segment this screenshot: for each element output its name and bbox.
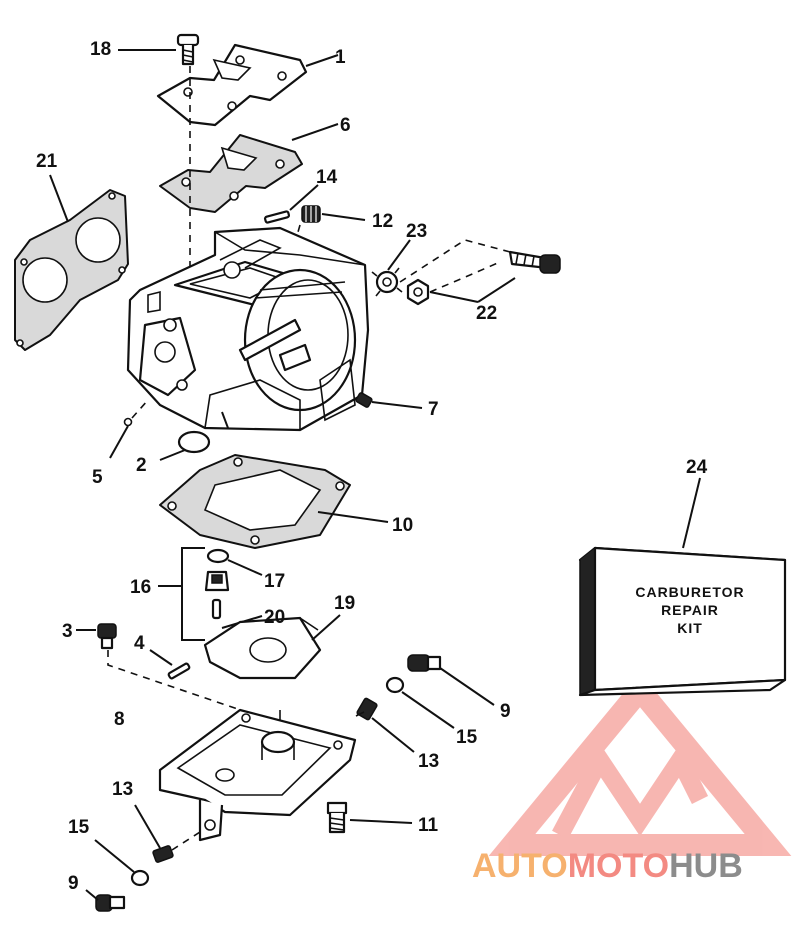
part-23-lock-washer bbox=[371, 267, 403, 297]
watermark-part-auto: AUTO bbox=[472, 847, 568, 885]
kit-line-1: CARBURETOR bbox=[635, 584, 745, 600]
watermark-part-moto: MOTO bbox=[567, 847, 670, 885]
needle-seat bbox=[204, 570, 230, 592]
callout-24: 24 bbox=[686, 457, 708, 478]
callout-1: 1 bbox=[335, 47, 346, 68]
callout-16: 16 bbox=[130, 577, 152, 598]
callout-10: 10 bbox=[392, 515, 414, 536]
part-3-screw bbox=[97, 623, 117, 650]
part-20-needle bbox=[211, 598, 222, 620]
callout-19: 19 bbox=[334, 593, 356, 614]
part-1-cover-plate bbox=[156, 43, 308, 127]
repair-kit-label: CARBURETOR REPAIR KIT bbox=[600, 583, 780, 637]
callout-20: 20 bbox=[264, 607, 286, 628]
carburetor-body bbox=[126, 226, 370, 432]
callout-3: 3 bbox=[62, 621, 73, 642]
part-5-check-ball bbox=[123, 417, 133, 427]
part-14-pin bbox=[263, 210, 291, 224]
callout-11: 11 bbox=[418, 815, 439, 836]
callout-15-right: 15 bbox=[456, 727, 478, 748]
part-21-flange-gasket bbox=[14, 189, 129, 351]
part-2-gasket bbox=[177, 430, 211, 454]
part-24-repair-kit-box bbox=[578, 546, 787, 697]
part-8-float-bowl bbox=[158, 708, 357, 842]
callout-15-left: 15 bbox=[68, 817, 90, 838]
callout-6: 6 bbox=[340, 115, 351, 136]
part-22-nut bbox=[406, 278, 430, 306]
part-6-gasket bbox=[159, 134, 303, 213]
part-15-washer-left bbox=[130, 869, 150, 887]
part-13-jet-left bbox=[152, 845, 174, 863]
part-15-washer-right bbox=[385, 676, 405, 694]
watermark-part-hub: HUB bbox=[669, 847, 743, 885]
callout-4: 4 bbox=[134, 633, 145, 654]
callout-5: 5 bbox=[92, 467, 103, 488]
part-19-float bbox=[203, 616, 322, 680]
kit-line-2: REPAIR bbox=[661, 602, 719, 618]
part-22-bolt bbox=[508, 250, 561, 274]
part-13-jet-right bbox=[355, 697, 378, 721]
part-4-pin bbox=[167, 662, 191, 680]
part-7-spring bbox=[355, 392, 373, 408]
callout-22: 22 bbox=[476, 303, 498, 324]
watermark-logo bbox=[488, 672, 792, 856]
callout-8: 8 bbox=[114, 709, 125, 730]
part-9-screw-right bbox=[407, 654, 442, 672]
watermark-text: AUTOMOTOHUB bbox=[472, 849, 743, 883]
part-18-screw bbox=[176, 33, 200, 66]
callout-13-left: 13 bbox=[112, 779, 134, 800]
callout-7: 7 bbox=[428, 399, 439, 420]
callout-12: 12 bbox=[372, 211, 394, 232]
callout-2: 2 bbox=[136, 455, 147, 476]
part-10-bowl-gasket bbox=[159, 454, 351, 549]
callout-9-right: 9 bbox=[500, 701, 511, 722]
part-17-washer bbox=[206, 548, 230, 564]
part-11-screw bbox=[326, 801, 348, 834]
callout-18: 18 bbox=[90, 39, 112, 60]
part-12-spring bbox=[301, 205, 321, 223]
callout-14: 14 bbox=[316, 167, 338, 188]
callout-13-right: 13 bbox=[418, 751, 440, 772]
part-9-screw-left bbox=[95, 894, 126, 912]
callout-9-left: 9 bbox=[68, 873, 79, 894]
callout-17: 17 bbox=[264, 571, 286, 592]
callout-21: 21 bbox=[36, 151, 58, 172]
kit-line-3: KIT bbox=[677, 620, 703, 636]
callout-23: 23 bbox=[406, 221, 428, 242]
